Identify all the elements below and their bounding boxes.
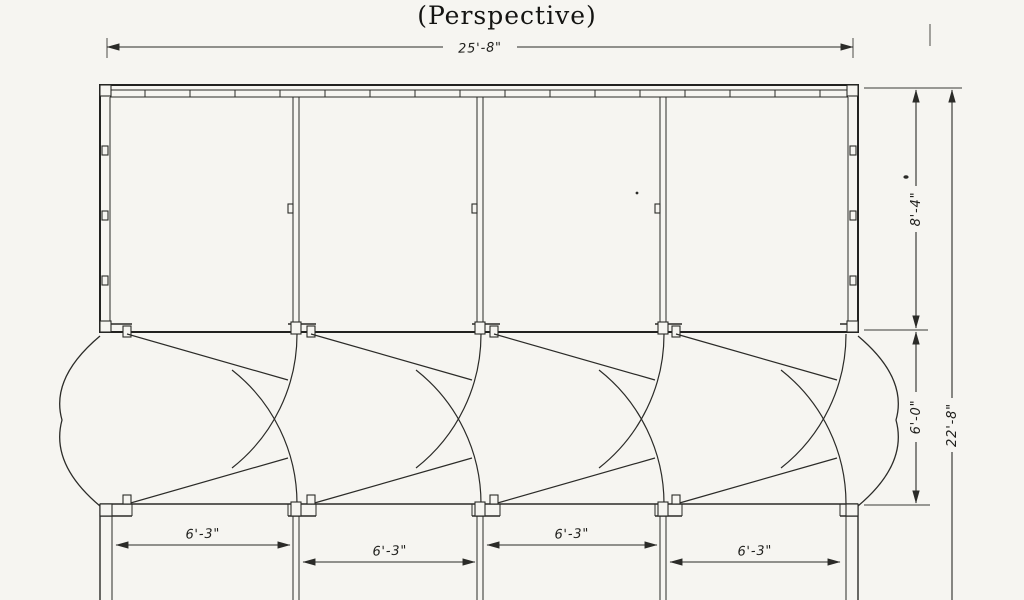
dim-gap-label: 6'-0" — [909, 400, 924, 435]
lower-plan-corner-post — [99, 503, 113, 517]
door-swings-lower — [126, 369, 847, 505]
scan-marks — [635, 175, 909, 195]
partition-post — [290, 501, 302, 517]
dim-bay3-label: 6'-3" — [554, 526, 589, 542]
upper-plan-side-wall-inner-lines — [109, 97, 849, 324]
dim-overall-width-label: 25'-8" — [458, 40, 502, 57]
partition-post — [657, 321, 669, 335]
door-hinge-post — [306, 494, 316, 505]
lower-plan-outer-side-walls — [99, 504, 859, 600]
upper-plan-corner-post — [99, 320, 112, 333]
door-hinge-post — [671, 494, 681, 505]
upper-plan — [99, 84, 859, 338]
drawing-title: (Perspective) — [417, 1, 597, 30]
scan-speck — [635, 191, 639, 195]
lower-plan-inner-side-walls — [111, 516, 847, 600]
partition-stud — [287, 203, 294, 214]
door-hinge-post — [122, 494, 132, 505]
door-swing — [493, 369, 665, 505]
wall-stud — [849, 145, 857, 156]
upper-plan-corner-post — [99, 84, 112, 97]
upper-plan-corner-post — [846, 84, 859, 97]
scan-speck — [903, 175, 909, 179]
partition-stud — [471, 203, 478, 214]
door-swings-upper — [126, 333, 847, 469]
partition-stud — [654, 203, 661, 214]
partition-post — [474, 321, 486, 335]
door-swing — [675, 333, 847, 469]
dimension-lines: 25'-8" 8'-4" 6'-0" 22'-8" 6'-3" 6'-3" 6'… — [106, 40, 960, 600]
partition-post — [657, 501, 669, 517]
dim-overall-depth-label: 22'-8" — [945, 403, 960, 447]
upper-plan-top-wall-studs — [144, 90, 821, 97]
dim-upper-depth-label: 8'-4" — [909, 192, 924, 227]
door-swing — [493, 333, 665, 469]
dim-bay2-label: 6'-3" — [372, 543, 407, 559]
partition-post — [290, 321, 302, 335]
upper-plan-corner-post — [846, 320, 859, 333]
upper-plan-top-wall-lines — [100, 89, 858, 98]
break-mark-right — [857, 335, 899, 507]
door-hinge-post — [489, 494, 499, 505]
lower-plan-door-jambs — [131, 504, 841, 516]
door-swing — [126, 333, 298, 469]
lower-plan-corner-post — [845, 503, 859, 517]
door-swing — [675, 369, 847, 505]
door-swing — [310, 369, 482, 505]
lower-plan-partitions — [292, 516, 667, 600]
door-hinge-post — [489, 325, 499, 338]
lower-plan — [99, 494, 859, 600]
door-swing — [126, 369, 298, 505]
dim-bay1-label: 6'-3" — [185, 526, 220, 542]
wall-stud — [101, 145, 109, 156]
door-hinge-post — [671, 325, 681, 338]
partition-post — [474, 501, 486, 517]
upper-plan-partitions — [292, 97, 667, 324]
wall-stud — [849, 210, 857, 221]
dim-bay4-label: 6'-3" — [737, 543, 772, 559]
upper-plan-outer-wall — [99, 84, 859, 333]
door-hinge-post — [122, 325, 132, 338]
door-swing — [310, 333, 482, 469]
wall-stud — [101, 210, 109, 221]
break-mark-left — [59, 335, 101, 507]
door-hinge-post — [306, 325, 316, 338]
wall-stud — [101, 275, 109, 286]
wall-stud — [849, 275, 857, 286]
